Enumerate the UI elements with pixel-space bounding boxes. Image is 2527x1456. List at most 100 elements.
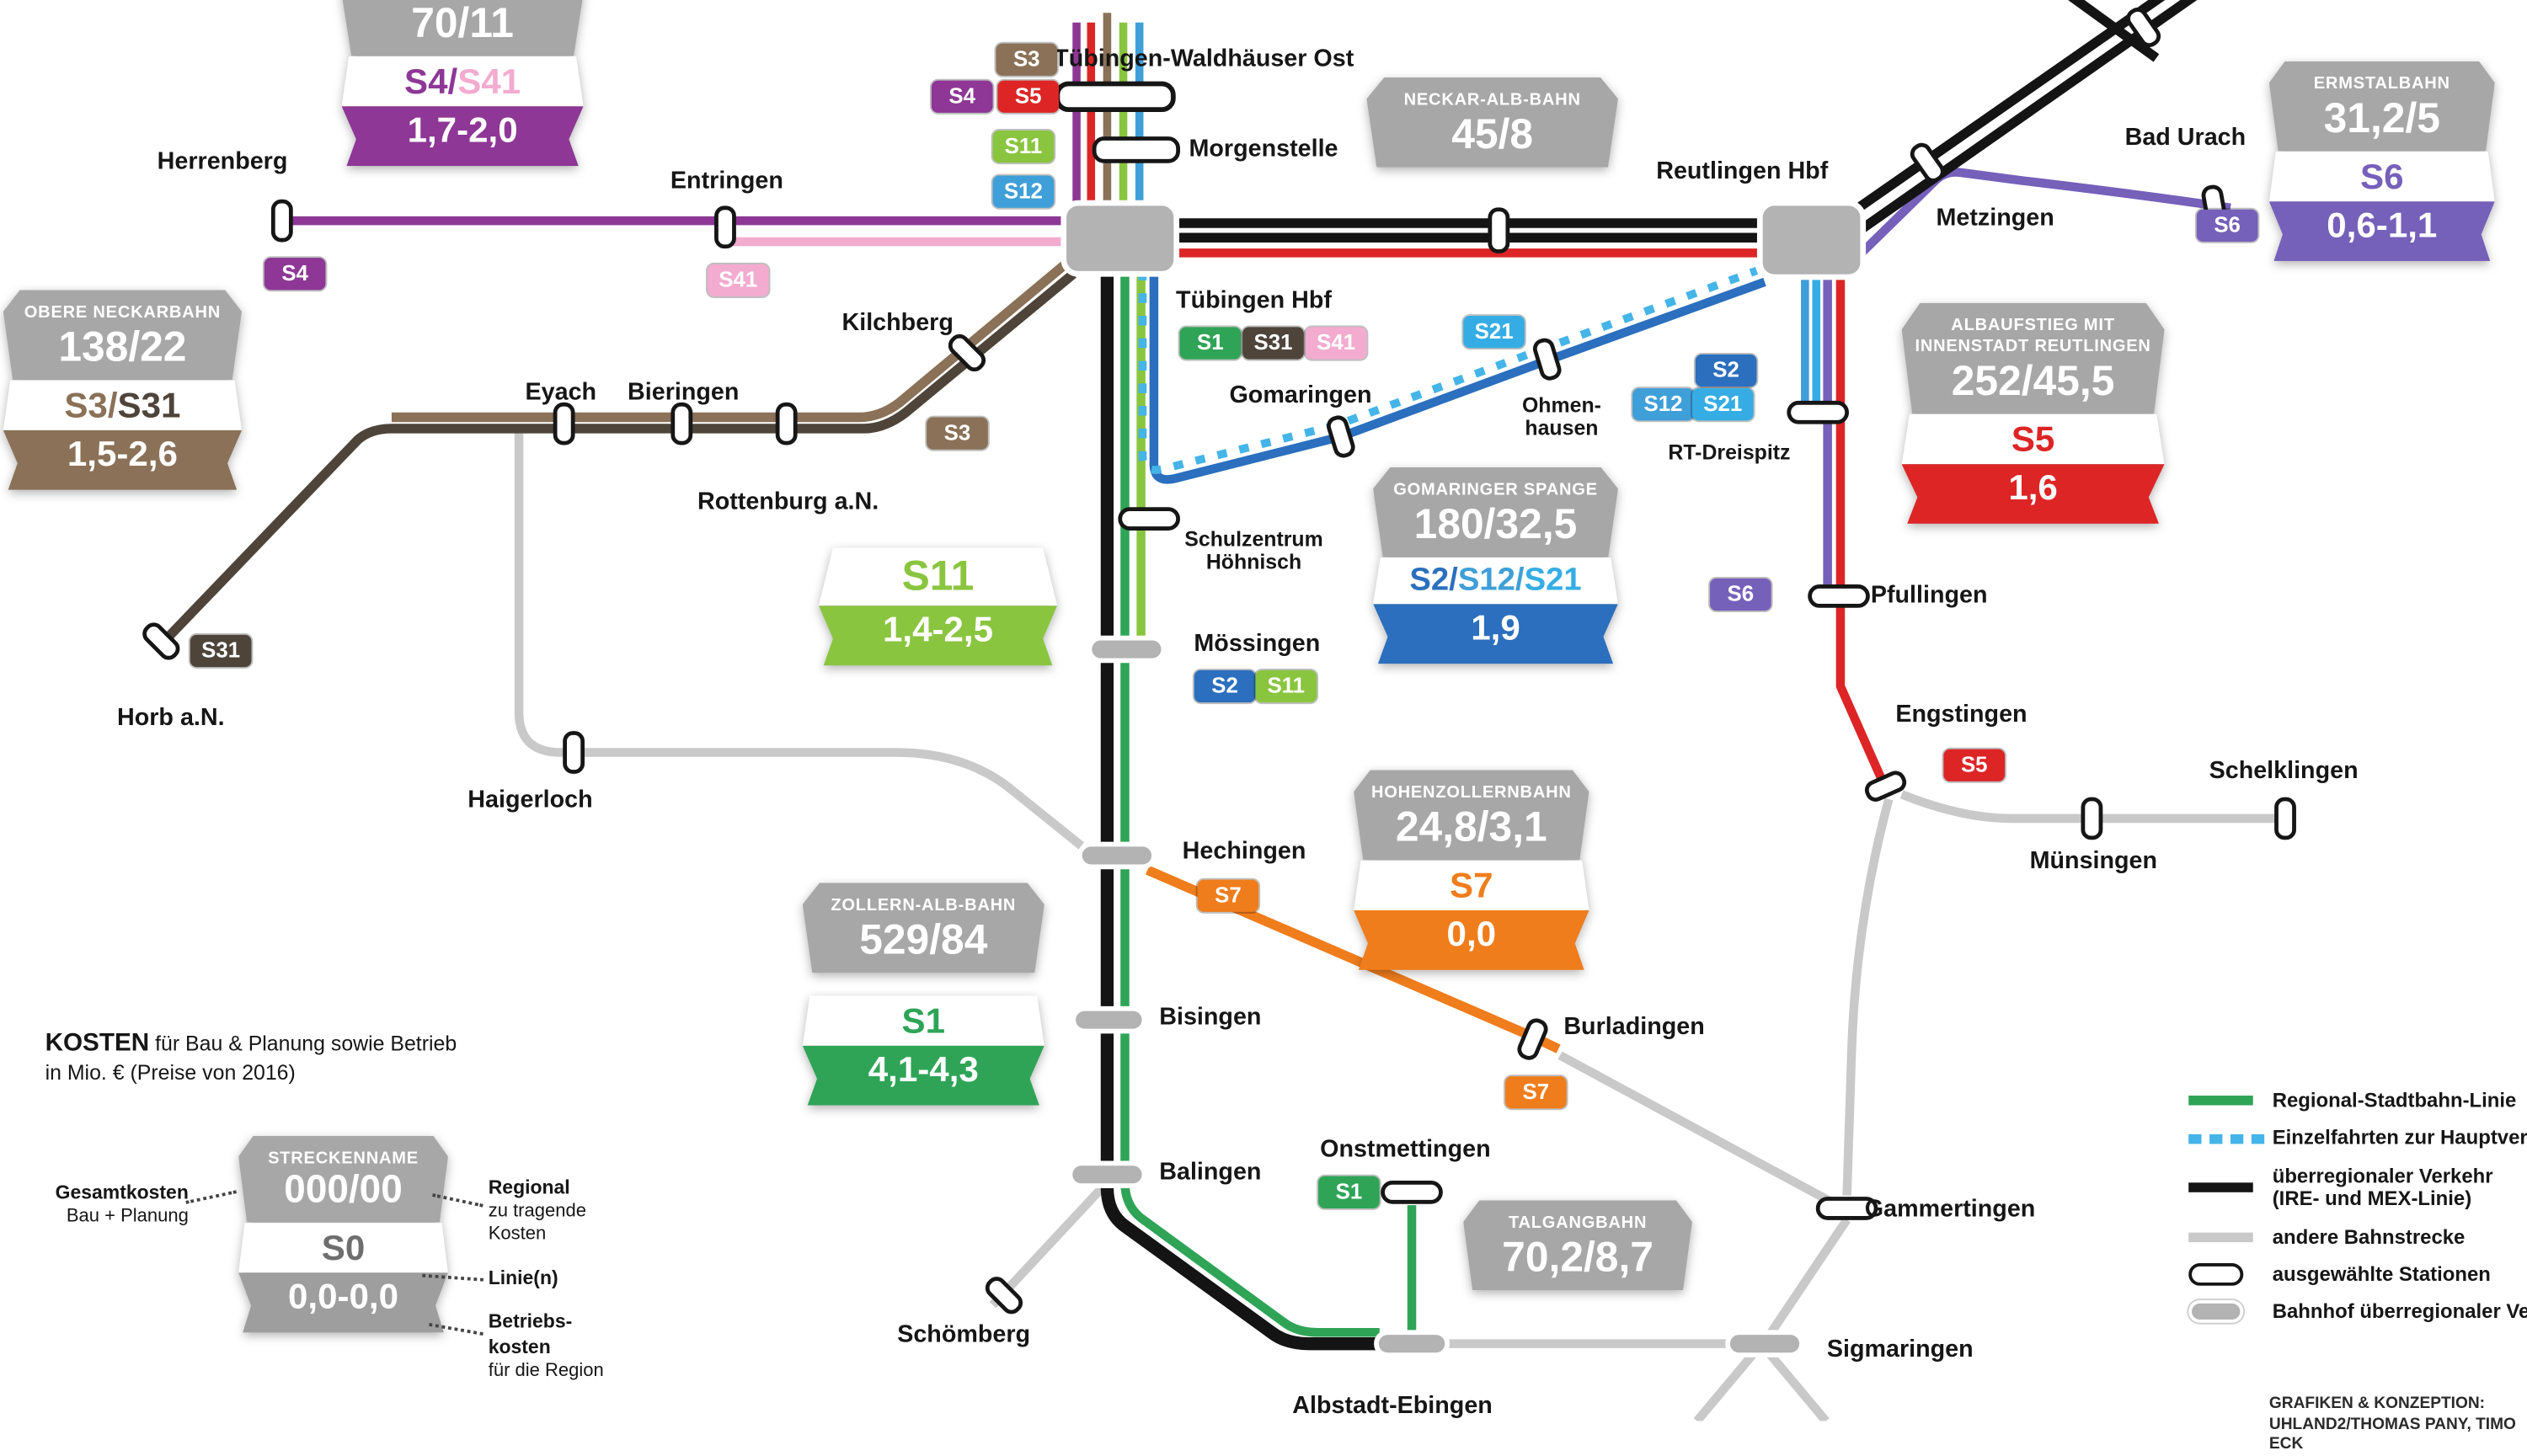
- other-line-swatch: [2188, 1232, 2253, 1242]
- banner-talgangbahn: TALGANGBAHN 70,2/8,7: [1463, 1200, 1692, 1290]
- line-label: S31: [117, 384, 181, 425]
- banner-cost-section: HOHENZOLLERNBAHN 24,8/3,1: [1354, 770, 1589, 861]
- line-label: S7: [1450, 864, 1493, 905]
- banner-cost: 252/45,5: [1951, 356, 2115, 405]
- line-other-gammertingen-sigmaringen: [1767, 1217, 1851, 1336]
- line-badge-s12: S12: [1632, 388, 1694, 421]
- banner-cost: 70/11: [411, 0, 514, 47]
- banner-title: ZOLLERN-ALB-BAHN: [831, 895, 1017, 915]
- line-other-haigerloch: [514, 425, 1085, 850]
- station-gray-swatch: [2188, 1300, 2244, 1324]
- banner-ermstalbahn: ERMSTALBAHN 31,2/5 S6 0,6-1,1: [2268, 61, 2495, 262]
- legend-kosten: KOSTEN für Bau & Planung sowie Betrieb i…: [45, 1028, 457, 1088]
- legend-kosten-title: KOSTEN: [45, 1029, 150, 1058]
- banner-lines: S1: [802, 995, 1044, 1046]
- banner-op-cost: 1,4-2,5: [818, 605, 1058, 666]
- station-label-rt-dreispitz: RT-Dreispitz: [1668, 440, 1791, 464]
- callout-text: für die Region: [488, 1360, 604, 1380]
- banner-lines: S4/S41: [341, 56, 584, 107]
- banner-example: STRECKENNAME 000/00 S0 0,0-0,0: [238, 1135, 448, 1333]
- banner-title: ERMSTALBAHN: [2313, 74, 2450, 93]
- station-label-gomaringen: Gomaringen: [1229, 381, 1372, 409]
- banner-cost-section: ALBAUFSTIEG MIT INNENSTADT REUTLINGEN 25…: [1901, 302, 2165, 414]
- banner-neckar-alb-bahn: NECKAR-ALB-BAHN 45/8: [1366, 77, 1618, 168]
- station-marker-schulzentrum: [1118, 507, 1180, 531]
- banner-cost-section: GOMARINGER SPANGE 180/32,5: [1373, 467, 1618, 557]
- banner-title: HOHENZOLLERNBAHN: [1370, 782, 1572, 803]
- legend-line-types: Regional-Stadtbahn-Linie Einzelfahrten z…: [2188, 1089, 2527, 1338]
- line-s1-zollern-alb: [1120, 270, 1380, 1337]
- station-label-engstingen: Engstingen: [1895, 701, 2027, 728]
- station-label-bieringen: Bieringen: [628, 378, 740, 406]
- line-label: S5: [2011, 419, 2055, 459]
- banner-albaufstieg: ALBAUFSTIEG MIT INNENSTADT REUTLINGEN 25…: [1901, 302, 2165, 525]
- station-marker-kilchberg: [948, 333, 986, 372]
- station-marker-rottenburg: [775, 402, 798, 445]
- station-marker-gomaringen: [1327, 415, 1355, 458]
- line-badge-s21: S21: [1463, 316, 1525, 349]
- legend-item-einzelfahrten: Einzelfahrten zur Hauptverkehrszeit: [2188, 1127, 2527, 1150]
- line-label: S0: [321, 1226, 366, 1267]
- station-marker-balingen: [1067, 1160, 1147, 1189]
- line-badge-s31: S31: [1242, 327, 1304, 360]
- callout-text: Gesamtkosten: [55, 1181, 189, 1204]
- banner-cost: 45/8: [1451, 109, 1534, 158]
- legend-kosten-text: für Bau & Planung sowie Betrieb: [155, 1031, 457, 1056]
- line-badge-s41: S41: [707, 264, 769, 297]
- banner-gomaringer-spange: GOMARINGER SPANGE 180/32,5 S2/S12/S21 1,…: [1373, 467, 1618, 664]
- banner-lines: S3/S31: [3, 379, 242, 430]
- legend-item-bahnhof: Bahnhof überregionaler Verkehr: [2188, 1300, 2527, 1324]
- station-marker-ne-corner: [2126, 8, 2161, 48]
- callout-text: Betriebs-: [488, 1309, 573, 1333]
- station-marker-haigerloch: [563, 731, 585, 774]
- dashed-line-swatch: [2188, 1133, 2265, 1144]
- station-marker-reutlingen-hbf: [1756, 200, 1867, 280]
- line-trunk-northeast-2: [1857, 0, 2198, 235]
- banner-title: INNENSTADT REUTLINGEN: [1915, 337, 2151, 357]
- legend-item-ueberregional: überregionaler Verkehr (IRE- und MEX-Lin…: [2188, 1165, 2527, 1211]
- legend-item-label2: (IRE- und MEX-Linie): [2272, 1187, 2472, 1211]
- banner-cost-section: OBERE NECKARBAHN 138/22: [3, 290, 242, 380]
- line-badge-s2: S2: [1695, 354, 1757, 387]
- dash: [2230, 1133, 2244, 1144]
- station-label-haigerloch: Haigerloch: [467, 786, 593, 814]
- line-label: S11: [901, 551, 975, 600]
- banner-ammertalbahn: 70/11 S4/S41 1,7-2,0: [341, 0, 584, 167]
- line-label: S21: [1524, 562, 1582, 598]
- banner-op-cost: 4,1-4,3: [802, 1045, 1044, 1107]
- separator: /: [447, 60, 458, 101]
- station-label-hechingen: Hechingen: [1182, 837, 1306, 866]
- dash: [2188, 1133, 2202, 1144]
- station-marker-herrenberg: [270, 199, 293, 243]
- separator: /: [1449, 562, 1458, 598]
- banner-op-cost: 1,5-2,6: [3, 429, 242, 491]
- station-label-tuebingen: Tübingen Hbf: [1176, 286, 1332, 314]
- banner-op-cost: 1,7-2,0: [341, 106, 584, 167]
- line-s2-gomaringer-spange: [1149, 270, 1766, 484]
- banner-lines: S0: [238, 1222, 448, 1273]
- station-label-albstadt: Albstadt-Ebingen: [1292, 1391, 1493, 1420]
- line-badge-s2: S2: [1194, 669, 1256, 703]
- legend-item-andere: andere Bahnstrecke: [2188, 1225, 2527, 1249]
- station-marker-morgenstelle: [1092, 136, 1180, 163]
- line-badge-s12: S12: [992, 175, 1055, 208]
- line-badge-s1: S1: [1318, 1176, 1380, 1208]
- station-label-badurach: Bad Urach: [2124, 124, 2247, 152]
- line-badge-s4: S4: [264, 258, 326, 291]
- banner-lines: S2/S12/S21: [1373, 557, 1618, 604]
- station-marker-gammertingen: [1815, 1197, 1878, 1220]
- station-marker-entringen: [714, 205, 736, 249]
- station-marker-eyach: [553, 402, 575, 445]
- callout-text: Regional: [488, 1176, 570, 1199]
- station-label-balingen: Balingen: [1159, 1158, 1262, 1186]
- callout-betriebskosten: Betriebs- kosten für die Region: [489, 1309, 604, 1383]
- banner-lines: S6: [2268, 151, 2495, 202]
- station-marker-schelklingen: [2274, 797, 2296, 840]
- line-label: S12: [1457, 562, 1515, 598]
- station-label-rottenburg: Rottenburg a.N.: [697, 488, 879, 516]
- banner-cost: 138/22: [58, 322, 187, 371]
- line-badge-s41: S41: [1305, 327, 1367, 360]
- rail-network-svg: [142, 0, 2296, 1421]
- callout-gesamtkosten: Gesamtkosten Bau + Planung: [35, 1181, 189, 1229]
- banner-cost-section: TALGANGBAHN 70,2/8,7: [1463, 1200, 1692, 1290]
